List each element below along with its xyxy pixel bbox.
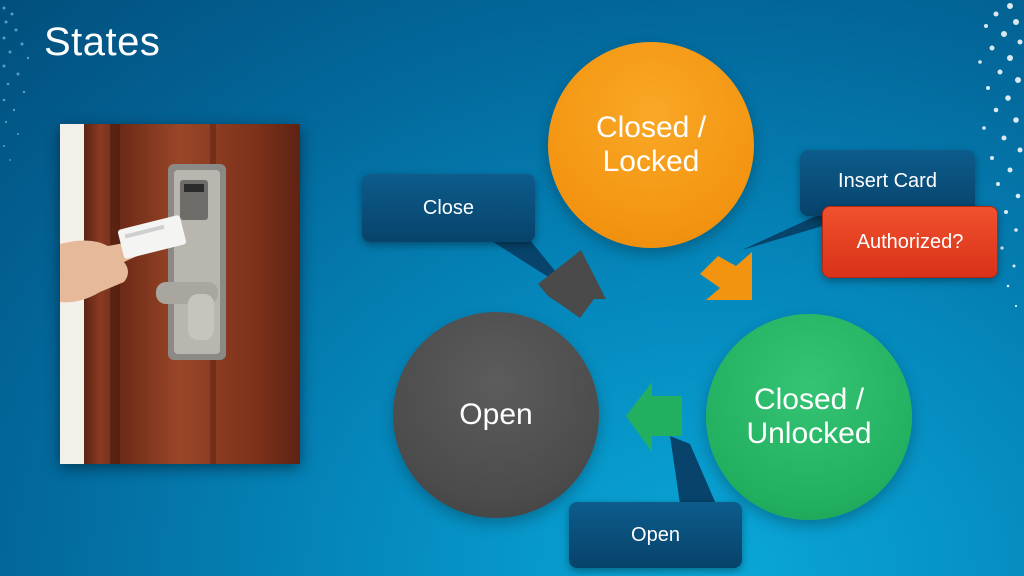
arrow-locked-to-unlocked [700,252,752,300]
door-lock-illustration [60,124,226,464]
state-open: Open [393,312,599,518]
callout-authorized: Authorized? [822,206,998,278]
callout-insert-card-label: Insert Card [838,170,937,192]
callout-close-label: Close [422,196,475,219]
callout-insert-card: Insert Card [800,150,975,216]
slide-title: States [44,20,161,64]
dot-pattern-right [978,3,1023,308]
callout-open: Open [569,502,742,568]
callout-authorized-label: Authorized? [856,230,964,253]
arrow-open-to-locked [538,250,606,318]
state-closed-locked: Closed / Locked [548,42,754,248]
arrow-unlocked-to-open [626,382,682,452]
state-closed-locked-label: Closed / Locked [595,111,707,178]
dot-pattern-left [2,6,30,161]
state-open-label: Open [459,398,533,431]
callout-open-label: Open [631,523,680,546]
door-lock-photo [60,124,300,464]
state-closed-unlocked: Closed / Unlocked [706,314,912,520]
callout-close: Close [362,174,535,242]
open-callout-tail [670,436,716,504]
state-closed-unlocked-label: Closed / Unlocked [746,383,872,450]
insert-card-callout-tail [742,214,836,250]
